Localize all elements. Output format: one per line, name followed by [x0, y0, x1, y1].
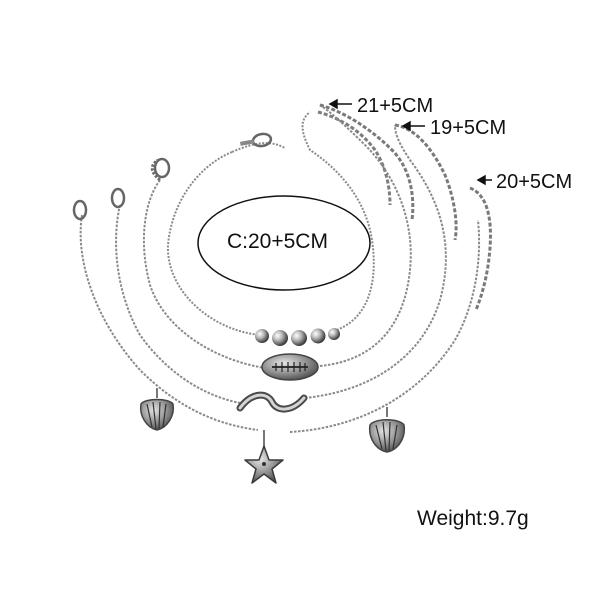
- bracelet-wave: [115, 124, 447, 404]
- extender-chain: [317, 110, 392, 206]
- size-label-20-5cm: 20+5CM: [496, 171, 573, 193]
- bead-cluster: [255, 328, 340, 346]
- lobster-clasp-icon: [72, 199, 88, 221]
- extender-chain-3: [394, 123, 458, 241]
- size-oval: [197, 195, 371, 291]
- scallop-shell-icon: [139, 388, 175, 431]
- scallop-shell-icon: [368, 407, 406, 453]
- lobster-clasp-icon: [239, 132, 273, 148]
- size-label-19-5cm: 19+5CM: [430, 117, 507, 139]
- extender-chain-2: [319, 103, 415, 221]
- lobster-clasp-icon: [153, 157, 171, 179]
- arrow-icon: [476, 174, 492, 186]
- arrow-icon: [401, 120, 425, 132]
- starfish-icon: [244, 430, 284, 484]
- bracelet-shells-starfish: [79, 214, 481, 433]
- bracelet-cowrie: [142, 104, 412, 369]
- cowrie-shell-icon: [261, 353, 319, 381]
- wave-charm-icon: [236, 391, 308, 413]
- size-label-21-5cm: 21+5CM: [357, 95, 434, 117]
- arrow-icon: [328, 98, 352, 110]
- bracelet-beads: [166, 110, 392, 336]
- lobster-clasp-icon: [110, 187, 126, 209]
- weight-label: Weight:9.7g: [417, 507, 529, 530]
- extender-chain-4: [469, 186, 492, 311]
- size-label-circumference: C:20+5CM: [227, 230, 328, 253]
